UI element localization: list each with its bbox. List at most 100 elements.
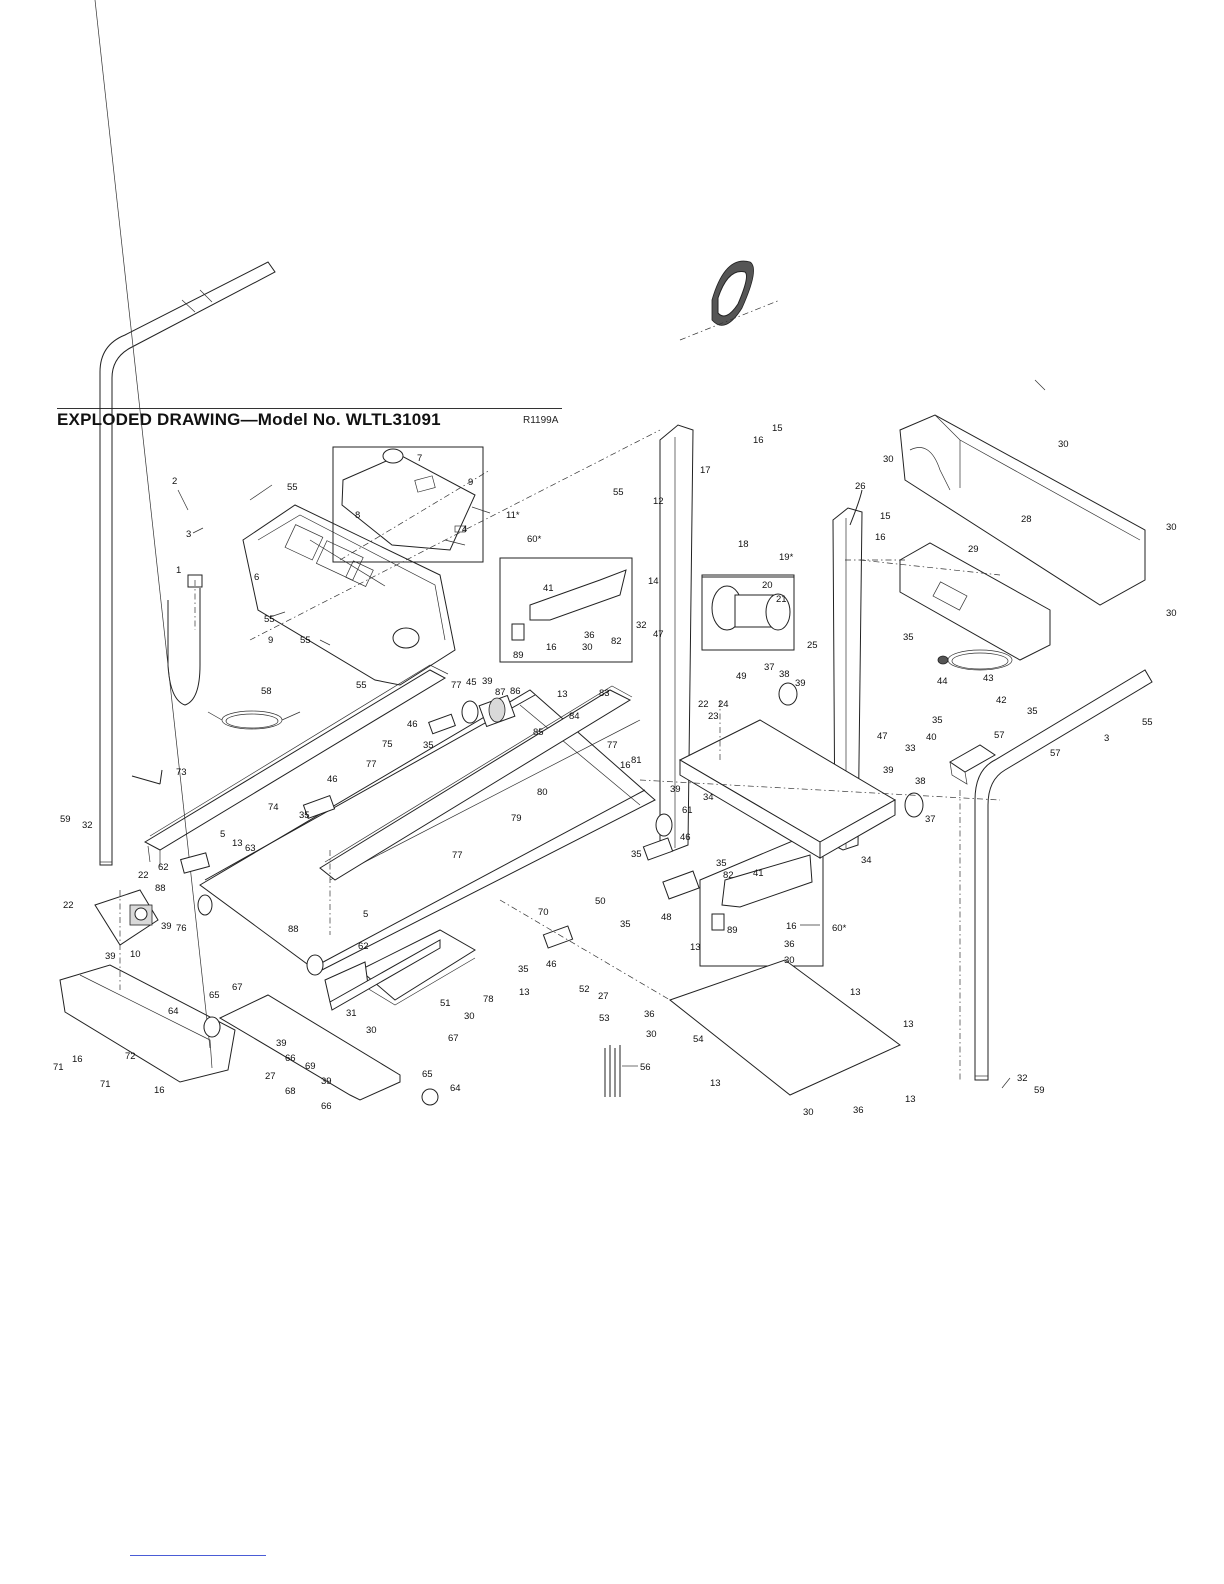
incline-motor	[94, 889, 159, 946]
cable-ties	[604, 1045, 621, 1097]
part-label-16: 16	[753, 435, 764, 446]
part-label-23: 23	[708, 711, 719, 722]
roller-right	[904, 792, 924, 818]
front-hood	[59, 0, 236, 1083]
part-label-55: 55	[356, 680, 367, 691]
part-label-82: 82	[723, 870, 734, 881]
part-label-18: 18	[738, 539, 749, 550]
foot-pad-3	[642, 837, 674, 861]
part-label-14: 14	[648, 576, 659, 587]
part-label-71: 71	[100, 1079, 111, 1090]
part-label-35: 35	[518, 964, 529, 975]
base-plate	[668, 959, 901, 1096]
part-label-77: 77	[451, 680, 462, 691]
part-label-36: 36	[853, 1105, 864, 1116]
part-label-32: 32	[636, 620, 647, 631]
part-label-16: 16	[875, 532, 886, 543]
part-label-35: 35	[1027, 706, 1038, 717]
part-label-47: 47	[653, 629, 664, 640]
part-label-1: 1	[176, 565, 181, 576]
assembly-lines	[119, 299, 1001, 1080]
part-label-30: 30	[883, 454, 894, 465]
part-label-35: 35	[631, 849, 642, 860]
part-label-54: 54	[693, 1034, 704, 1045]
part-label-55: 55	[1142, 717, 1153, 728]
console-electronics-box	[332, 446, 484, 563]
drive-motor-box	[701, 574, 795, 651]
part-label-66: 66	[321, 1101, 332, 1112]
part-label-25: 25	[807, 640, 818, 651]
part-label-13: 13	[557, 689, 568, 700]
part-label-46: 46	[327, 774, 338, 785]
footer-link-underline	[130, 1555, 266, 1556]
part-label-32: 32	[82, 820, 93, 831]
power-cord	[937, 649, 1013, 671]
title-rule	[57, 408, 562, 409]
part-label-4: 4	[462, 524, 467, 535]
part-label-46: 46	[546, 959, 557, 970]
part-label-5: 5	[220, 829, 225, 840]
part-label-51: 51	[440, 998, 451, 1009]
part-label-69: 69	[305, 1061, 316, 1072]
part-label-55: 55	[287, 482, 298, 493]
part-label-39: 39	[105, 951, 116, 962]
part-label-52: 52	[579, 984, 590, 995]
part-label-63: 63	[245, 843, 256, 854]
part-label-8: 8	[355, 510, 360, 521]
part-label-13: 13	[690, 942, 701, 953]
part-label-57: 57	[1050, 748, 1061, 759]
part-label-33: 33	[905, 743, 916, 754]
part-label-30: 30	[1058, 439, 1069, 450]
part-label-12: 12	[653, 496, 664, 507]
part-label-22: 22	[63, 900, 74, 911]
part-label-39: 39	[321, 1076, 332, 1087]
part-label-67: 67	[448, 1033, 459, 1044]
part-label-3: 3	[186, 529, 191, 540]
part-label-5: 5	[363, 909, 368, 920]
part-label-39: 39	[883, 765, 894, 776]
part-label-84: 84	[569, 711, 580, 722]
part-label-60: 60*	[527, 534, 542, 545]
part-label-70: 70	[538, 907, 549, 918]
part-label-30: 30	[464, 1011, 475, 1022]
part-label-17: 17	[700, 465, 711, 476]
part-label-37: 37	[764, 662, 775, 673]
part-label-87: 87	[495, 687, 506, 698]
roller-center	[655, 813, 673, 837]
foot-pad-2	[302, 794, 336, 820]
part-label-50: 50	[595, 896, 606, 907]
treadmill-deck	[199, 689, 656, 973]
part-label-55: 55	[613, 487, 624, 498]
part-label-55: 55	[264, 614, 275, 625]
foot-pad-5	[662, 870, 700, 900]
foot-pad-1	[428, 713, 456, 735]
foot-pad-6	[180, 852, 210, 874]
part-label-35: 35	[932, 715, 943, 726]
page-title: EXPLODED DRAWING—Model No. WLTL31091	[57, 410, 441, 429]
drive-belt	[711, 260, 754, 326]
part-label-31: 31	[346, 1008, 357, 1019]
part-label-30: 30	[366, 1025, 377, 1036]
part-label-49: 49	[736, 671, 747, 682]
part-label-62: 62	[358, 941, 369, 952]
part-label-15: 15	[772, 423, 783, 434]
part-label-34: 34	[703, 792, 714, 803]
part-label-35: 35	[716, 858, 727, 869]
allen-wrench	[131, 769, 163, 785]
part-label-30: 30	[803, 1107, 814, 1118]
part-label-88: 88	[155, 883, 166, 894]
motor-tray	[359, 929, 476, 1006]
roller-motor	[778, 682, 798, 706]
part-label-68: 68	[285, 1086, 296, 1097]
part-label-37: 37	[925, 814, 936, 825]
part-label-39: 39	[482, 676, 493, 687]
part-label-13: 13	[232, 838, 243, 849]
part-label-34: 34	[861, 855, 872, 866]
part-label-9: 9	[268, 635, 273, 646]
part-labels: 2 55 3 1 7 9 8 4 11* 6 55 9 55 55 58 73 …	[53, 423, 1177, 1118]
part-label-16: 16	[546, 642, 557, 653]
part-label-81: 81	[631, 755, 642, 766]
right-side-rail	[319, 685, 633, 881]
part-label-67: 67	[232, 982, 243, 993]
part-label-83: 83	[599, 688, 610, 699]
